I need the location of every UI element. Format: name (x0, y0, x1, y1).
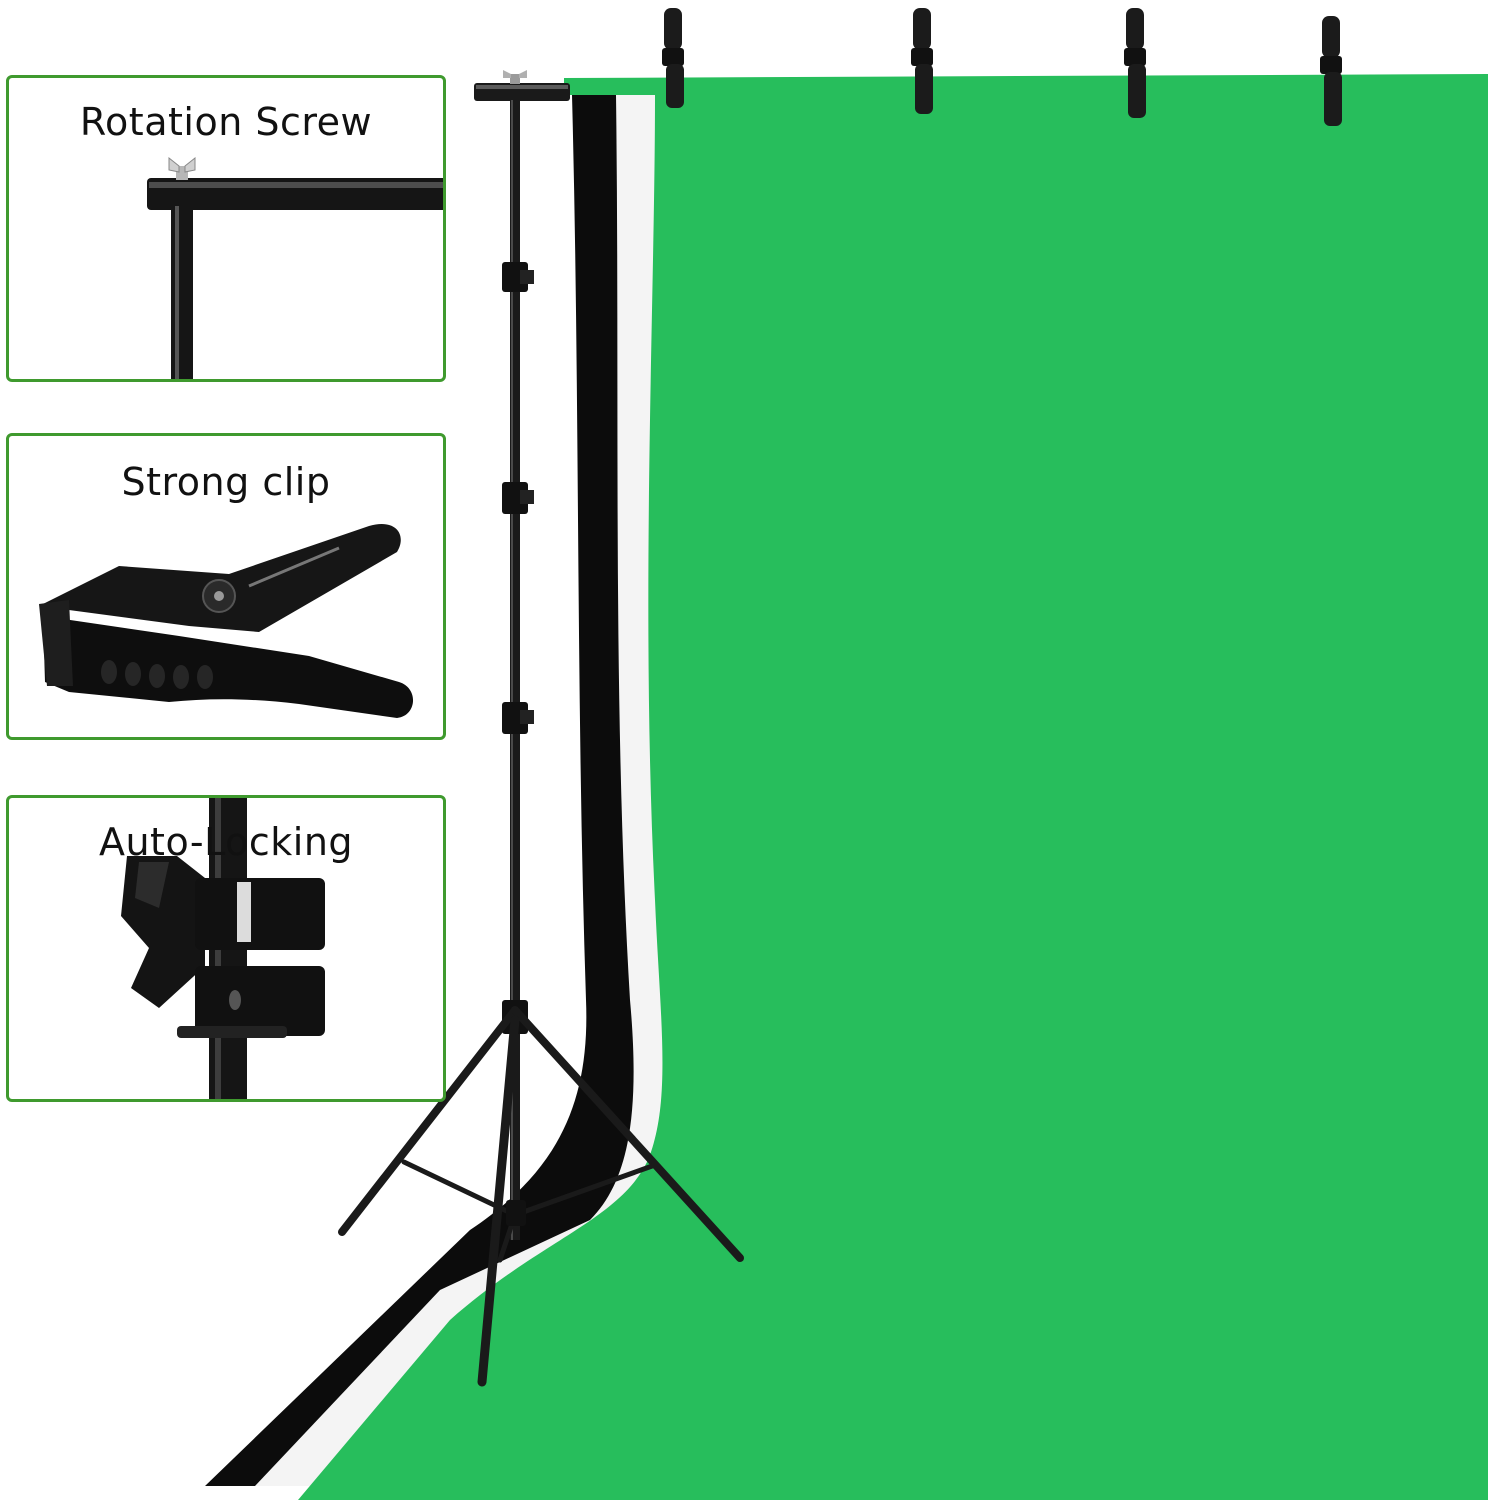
tripod-legs (338, 1006, 744, 1387)
wing-screw-icon (168, 156, 196, 180)
pole-lock-knob (502, 702, 534, 734)
white-backdrop-cloth (255, 95, 664, 1486)
spring-clamp-icon (911, 8, 933, 114)
feature-panel-auto-locking: Auto-Locking (6, 795, 446, 1102)
panel-title: Auto-Locking (98, 820, 354, 864)
panel-title: Strong clip (121, 460, 331, 504)
rotation-screw-icon (503, 70, 527, 84)
rotation-screw-closeup (147, 156, 443, 379)
spring-clamp-icon (1320, 16, 1342, 126)
strong-clip-closeup (39, 524, 414, 718)
spring-clamp-icon (1124, 8, 1146, 118)
black-backdrop-cloth (205, 95, 649, 1486)
spring-clamp-icon (39, 524, 414, 718)
feature-panel-strong-clip: Strong clip (6, 433, 446, 740)
auto-locking-closeup (121, 798, 325, 1099)
green-backdrop-cloth (298, 74, 1488, 1500)
feature-panel-rotation-screw: Rotation Screw (6, 75, 446, 382)
spring-clamp-icon (662, 8, 684, 108)
pole-lock-knob (502, 482, 534, 514)
lock-knob-icon (121, 856, 325, 1038)
pole-lock-knob (502, 262, 534, 292)
panel-title: Rotation Screw (79, 100, 373, 144)
stand-pole (510, 100, 520, 1240)
